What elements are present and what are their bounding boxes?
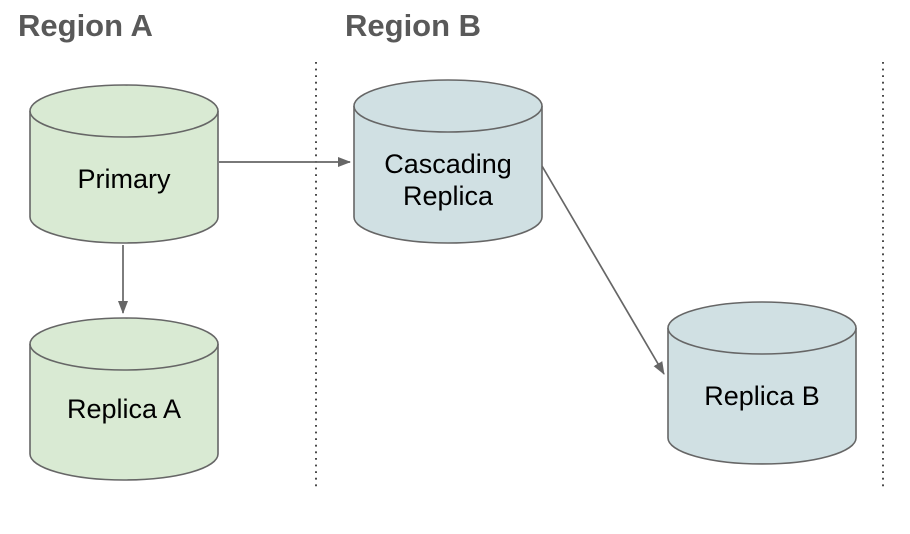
node-primary: Primary <box>29 84 219 244</box>
cascading-replica-cylinder-top <box>353 79 543 133</box>
replica-a-cylinder-body <box>29 344 219 481</box>
replica-a-cylinder-top <box>29 317 219 371</box>
replica-b-cylinder-top <box>667 301 857 355</box>
primary-cylinder-body <box>29 111 219 244</box>
cascading-replica-cylinder-body <box>353 106 543 244</box>
region-a-title: Region A <box>18 8 153 43</box>
arrow-cascading-replica-to-replica-b <box>541 165 665 375</box>
primary-label: Primary <box>78 164 171 194</box>
region-b-title: Region B <box>345 8 482 43</box>
node-replica-b: Replica B <box>667 301 857 465</box>
replica-a-label: Replica A <box>67 394 181 424</box>
replica-b-label: Replica B <box>704 381 820 411</box>
primary-cylinder-top <box>29 84 219 138</box>
node-cascading-replica: Cascading Replica <box>353 79 543 244</box>
node-replica-a: Replica A <box>29 317 219 481</box>
replica-b-cylinder-body <box>667 328 857 465</box>
cascading-replica-label-line1: Cascading <box>384 149 512 179</box>
cascading-replica-label-line2: Replica <box>403 181 494 211</box>
